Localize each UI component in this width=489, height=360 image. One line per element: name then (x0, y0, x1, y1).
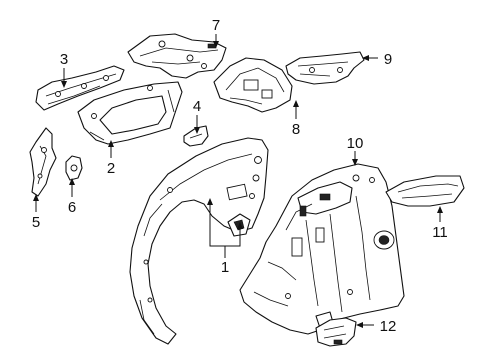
part-6-cup-bracket (65, 155, 83, 181)
callout-9: 9 (384, 51, 392, 68)
callout-5: 5 (32, 214, 40, 231)
part-11-flat-panel (385, 175, 465, 207)
part-9-panel (285, 51, 365, 85)
callout-8: 8 (292, 121, 300, 138)
callout-labels: 1 2 3 4 5 6 7 8 9 10 11 12 (32, 17, 448, 335)
callout-12: 12 (380, 318, 397, 335)
part-3-rail-reinforcement (35, 65, 125, 111)
callout-3: 3 (60, 51, 68, 68)
part-10-wheelhouse-inner (239, 163, 405, 335)
callout-2: 2 (107, 160, 115, 177)
part-1-wheelhouse-outer (129, 137, 269, 345)
part-7-upper-bracket (127, 33, 227, 79)
leader-lines (33, 34, 443, 328)
callout-6: 6 (68, 199, 76, 216)
part-8-upper-panel (213, 57, 293, 113)
part-5-vertical-brace (29, 127, 57, 197)
callout-7: 7 (212, 17, 220, 34)
callout-11: 11 (432, 224, 448, 241)
part-12-lower-bracket (315, 317, 357, 347)
part-2-quarter-inner-frame (77, 81, 183, 145)
callout-10: 10 (347, 135, 364, 152)
callout-1: 1 (221, 259, 229, 276)
callout-4: 4 (193, 98, 201, 115)
